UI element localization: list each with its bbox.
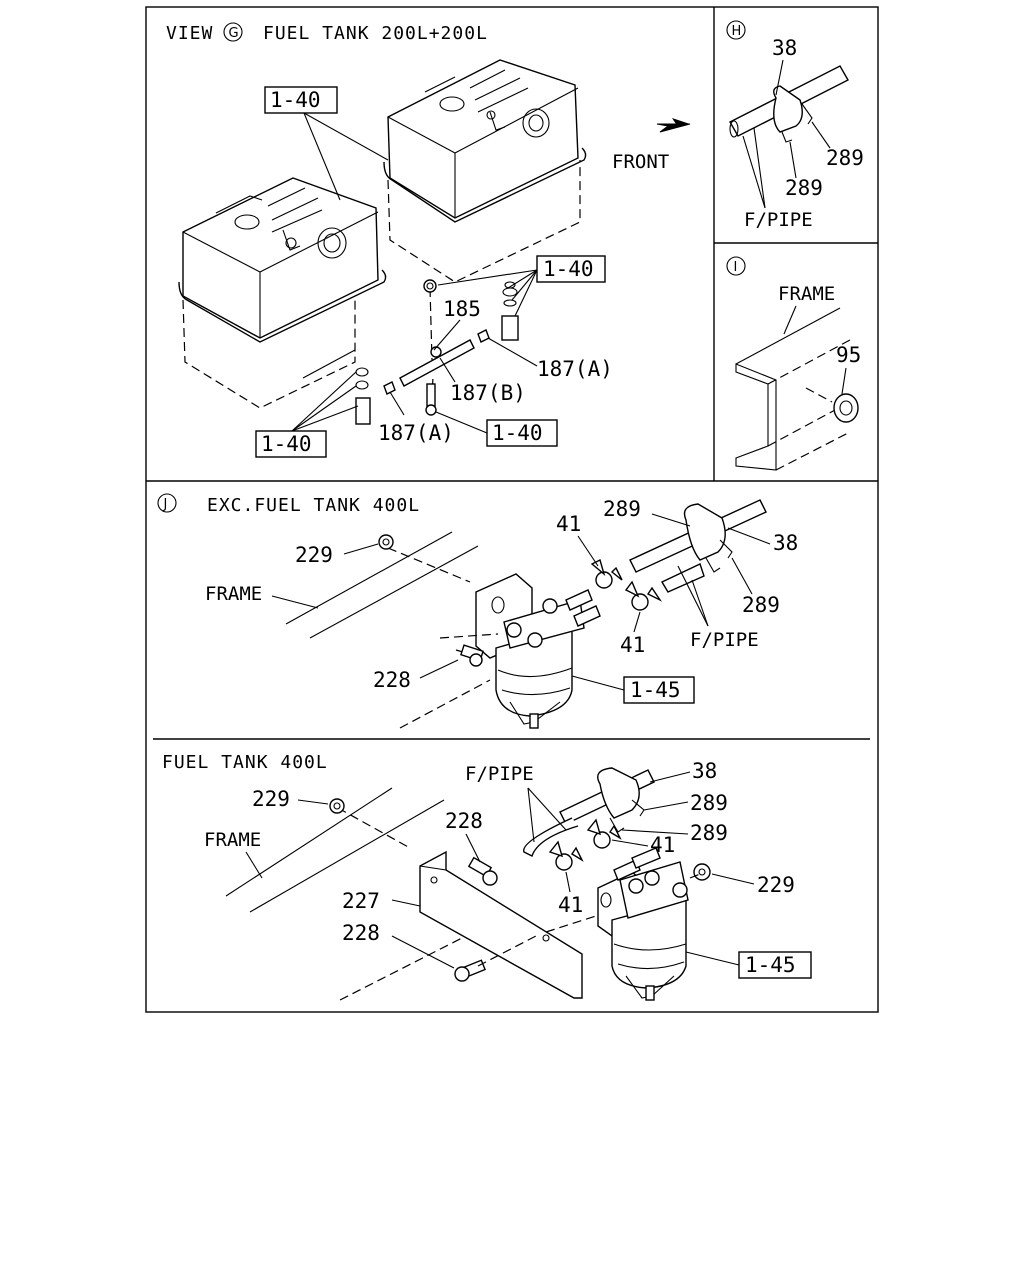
ref-289-400-lower: 289 — [690, 821, 728, 845]
ref-229-left: 229 — [252, 787, 290, 811]
ref-187b: 187(B) — [450, 381, 526, 405]
view-g-marker-circle — [223, 22, 243, 42]
ref-38-400: 38 — [692, 759, 717, 783]
panel-view-g: VIEW G FUEL TANK 200L+200L FRONT — [166, 22, 691, 458]
ref-1-45-j: 1-45 — [630, 678, 681, 702]
ref-38-h: 38 — [772, 36, 797, 60]
ref-41-j-lower: 41 — [620, 633, 645, 657]
ref-228-upper: 228 — [445, 809, 483, 833]
fuel-filter-j — [475, 573, 601, 729]
ref-box-1-45-400 — [738, 951, 812, 979]
nut-229-j — [378, 534, 394, 550]
ref-187a-lower: 187(A) — [378, 421, 454, 445]
ref-38-j: 38 — [773, 531, 798, 555]
ref-41-j-upper: 41 — [556, 512, 581, 536]
pipe-clamp-h — [729, 65, 849, 143]
bracket-227 — [419, 850, 583, 999]
ref-frame-400: FRAME — [204, 829, 261, 851]
ref-289-400-upper: 289 — [690, 791, 728, 815]
bolt-228-j — [455, 644, 484, 667]
ref-1-40-left: 1-40 — [261, 432, 312, 456]
bolt-228-lower — [454, 959, 486, 982]
wing-nut-41-400-upper — [586, 818, 622, 849]
pipe-clamp-j — [629, 499, 767, 593]
ref-185: 185 — [443, 297, 481, 321]
ref-frame-j: FRAME — [205, 583, 262, 605]
ref-228-j: 228 — [373, 668, 411, 692]
bolt-228-upper — [467, 856, 498, 886]
view-h-marker: H — [732, 24, 742, 39]
ref-289-h-lower: 289 — [785, 176, 823, 200]
view-i-marker-circle — [726, 256, 746, 276]
wing-nut-41-400-lower — [548, 840, 584, 871]
fuel-filter-400 — [545, 847, 689, 1001]
panel-view-h: H 38 289 289 F/PIPE — [726, 20, 864, 231]
ref-box-1-45-j — [623, 676, 695, 704]
front-arrow-head-icon — [672, 118, 690, 124]
ref-227: 227 — [342, 889, 380, 913]
view-g-title: FUEL TANK 200L+200L — [263, 23, 488, 44]
ref-1-40-right: 1-40 — [492, 421, 543, 445]
ref-289-j-right: 289 — [742, 593, 780, 617]
view-j-marker-circle — [157, 493, 177, 513]
nut-229-left — [329, 798, 345, 814]
ref-frame-i: FRAME — [778, 283, 835, 305]
ref-box-1-40-top — [264, 86, 338, 114]
ref-95: 95 — [836, 343, 861, 367]
wing-nut-41-j-lower — [624, 580, 663, 611]
ref-1-45-400: 1-45 — [745, 953, 796, 977]
panel-borders — [145, 6, 879, 1013]
wing-nut-41-j-upper — [590, 558, 623, 589]
ref-229-right: 229 — [757, 873, 795, 897]
frame-section — [735, 307, 851, 471]
pipe-clamp-400 — [523, 767, 655, 857]
ref-box-1-40-right — [486, 419, 558, 447]
view-j-marker: J — [163, 497, 168, 512]
view-g-prefix: VIEW — [166, 23, 213, 44]
ref-1-40-mid: 1-40 — [543, 257, 594, 281]
fuel-tank-front — [178, 177, 387, 409]
fuel-tank-rear — [383, 59, 587, 283]
panel-view-j: J EXC.FUEL TANK 400L 229 FRAME — [157, 493, 798, 729]
connecting-pipe — [355, 279, 519, 425]
ref-fpipe-j: F/PIPE — [690, 629, 759, 651]
view-h-marker-circle — [726, 20, 746, 40]
grommet-95 — [833, 393, 859, 423]
view-j-title: EXC.FUEL TANK 400L — [207, 495, 420, 516]
ref-289-j-top: 289 — [603, 497, 641, 521]
ref-41-400-upper: 41 — [650, 833, 675, 857]
ref-box-1-40-mid — [536, 255, 606, 283]
ref-41-400-lower: 41 — [558, 893, 583, 917]
front-label: FRONT — [612, 151, 669, 173]
view-400-title: FUEL TANK 400L — [162, 752, 328, 773]
ref-fpipe-h: F/PIPE — [744, 209, 813, 231]
ref-187a-upper: 187(A) — [537, 357, 613, 381]
panel-view-400: FUEL TANK 400L 229 FRAME 228 227 — [162, 752, 812, 1001]
view-g-marker: G — [229, 26, 239, 41]
ref-228-lower: 228 — [342, 921, 380, 945]
ref-fpipe-400: F/PIPE — [465, 763, 534, 785]
nut-229-right — [693, 863, 711, 881]
ref-1-40-top: 1-40 — [270, 88, 321, 112]
view-i-marker: I — [734, 260, 738, 275]
ref-289-h-right: 289 — [826, 146, 864, 170]
panel-view-i: I FRAME 95 — [726, 256, 861, 471]
front-arrow-icon — [656, 123, 691, 133]
ref-box-1-40-left — [255, 430, 327, 458]
ref-229-j: 229 — [295, 543, 333, 567]
